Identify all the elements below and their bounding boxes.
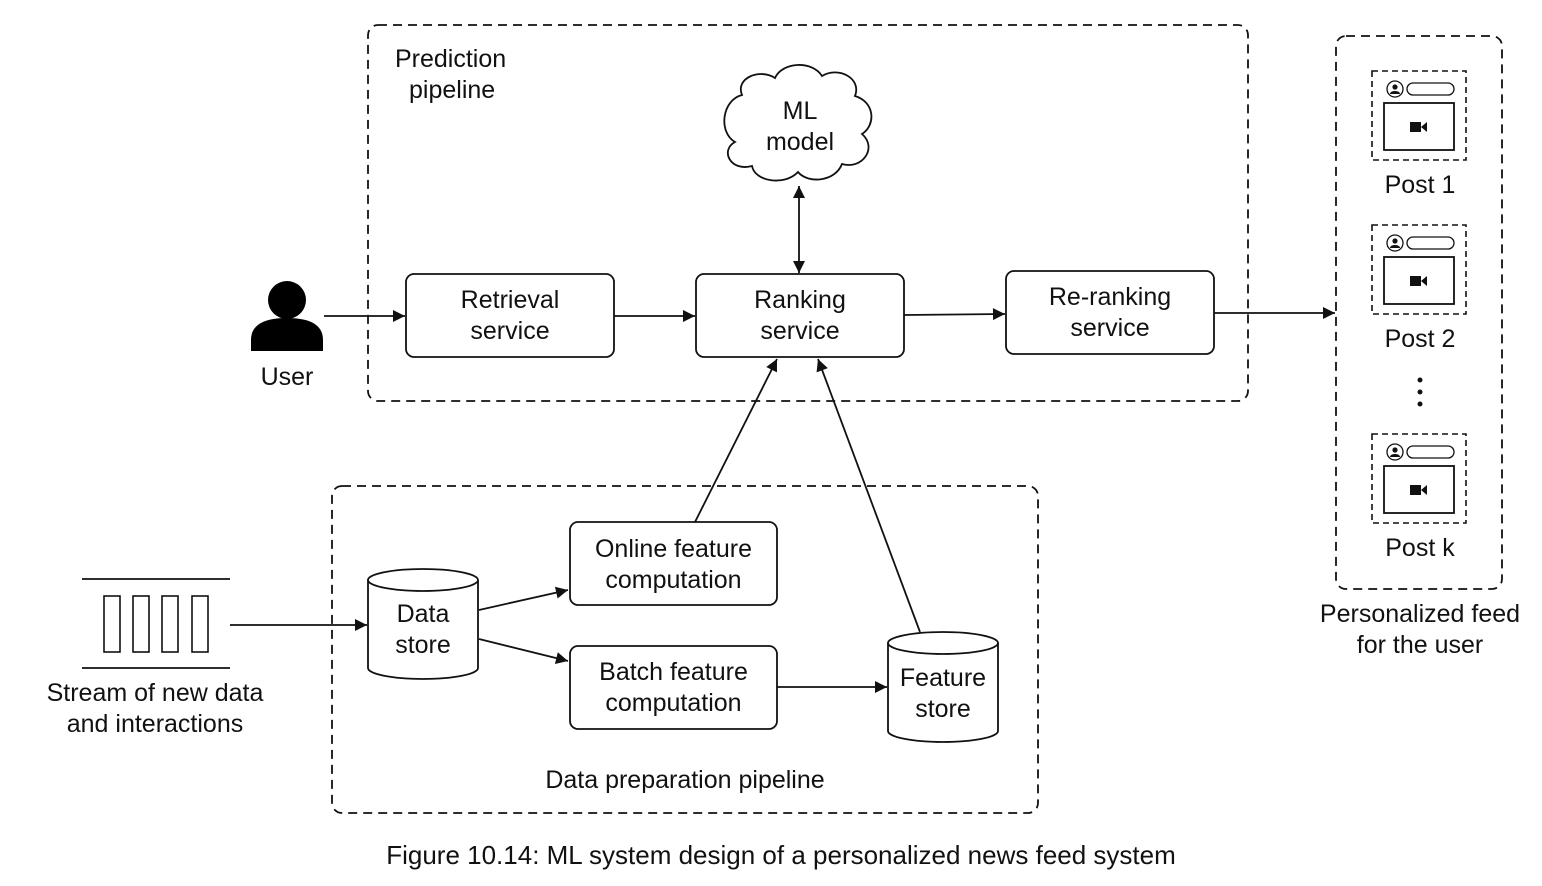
stream-label-line1: Stream of new data: [46, 679, 264, 707]
queue-icon: [82, 578, 230, 669]
retrieval-label-line2: service: [470, 317, 550, 345]
online-feature-label-line2: computation: [605, 566, 742, 594]
data-preparation-pipeline-container: [331, 485, 1039, 814]
prediction-pipeline-container: [367, 24, 1249, 402]
video-icon: [1410, 122, 1421, 132]
data-store-label-line2: store: [395, 631, 451, 659]
avatar-icon: [1386, 443, 1404, 461]
figure-caption: Figure 10.14: ML system design of a pers…: [386, 840, 1176, 870]
video-icon: [1410, 485, 1421, 495]
reranking-label-line2: service: [1070, 314, 1150, 342]
feature-store-cylinder: [887, 631, 999, 743]
prediction-pipeline-title-line1: Prediction: [395, 45, 507, 73]
data-store-label: Data store: [368, 599, 478, 661]
arrow-datastore-to-batch: [478, 638, 569, 664]
online-feature-label-line1: Online feature: [594, 535, 753, 563]
data-store-cylinder: [367, 568, 479, 680]
personalized-feed-container: [1335, 35, 1503, 590]
prediction-pipeline-title-line2: pipeline: [409, 76, 496, 104]
arrow-featurestore-to-ranking: [816, 358, 921, 633]
feature-store-label: Feature store: [888, 663, 998, 725]
arrow-online-to-ranking: [694, 358, 778, 523]
data-store-label-line1: Data: [396, 600, 450, 628]
batch-feature-label-line2: computation: [605, 689, 742, 717]
arrow-datastore-to-online: [478, 586, 569, 611]
feed-title-line1: Personalized feed: [1319, 600, 1521, 628]
online-feature-label: Online feature computation: [570, 534, 777, 596]
post-2-label: Post 2: [1384, 325, 1456, 353]
post-card-k: [1371, 433, 1467, 524]
stream-label-line2: and interactions: [66, 710, 244, 738]
user-label: User: [260, 363, 314, 391]
online-feature-box: [569, 521, 778, 606]
ml-model-label: ML model: [740, 96, 860, 158]
reranking-service-label: Re-ranking service: [1006, 282, 1214, 344]
ml-model-label-line1: ML: [782, 97, 818, 125]
ml-model-cloud: [723, 64, 873, 182]
personalized-feed-title: Personalized feed for the user: [1300, 599, 1540, 661]
ranking-label-line1: Ranking: [754, 286, 846, 314]
ranking-service-box: [695, 273, 905, 358]
batch-feature-label-line1: Batch feature: [599, 658, 748, 686]
ellipsis-dots: [1417, 377, 1423, 407]
post-k-label: Post k: [1385, 534, 1455, 562]
ml-model-label-line2: model: [765, 128, 835, 156]
feature-store-label-line1: Feature: [899, 664, 987, 692]
avatar-icon: [1386, 234, 1404, 252]
retrieval-service-label: Retrieval service: [406, 285, 614, 347]
reranking-label-line1: Re-ranking: [1048, 283, 1172, 311]
stream-label: Stream of new data and interactions: [15, 678, 295, 740]
ranking-service-label: Ranking service: [696, 285, 904, 347]
post-card-2: [1371, 224, 1467, 315]
post-1-label: Post 1: [1384, 171, 1456, 199]
batch-feature-label: Batch feature computation: [570, 657, 777, 719]
user-icon: [251, 281, 323, 351]
arrow-ranking-to-reranking: [903, 308, 1006, 321]
prediction-pipeline-title: Prediction pipeline: [395, 44, 506, 106]
post-card-1: [1371, 70, 1467, 161]
ranking-label-line2: service: [760, 317, 840, 345]
video-icon: [1410, 276, 1421, 286]
avatar-icon: [1386, 80, 1404, 98]
retrieval-label-line1: Retrieval: [460, 286, 560, 314]
feature-store-label-line2: store: [915, 695, 971, 723]
data-preparation-pipeline-title: Data preparation pipeline: [545, 766, 825, 794]
feed-title-line2: for the user: [1356, 631, 1484, 659]
